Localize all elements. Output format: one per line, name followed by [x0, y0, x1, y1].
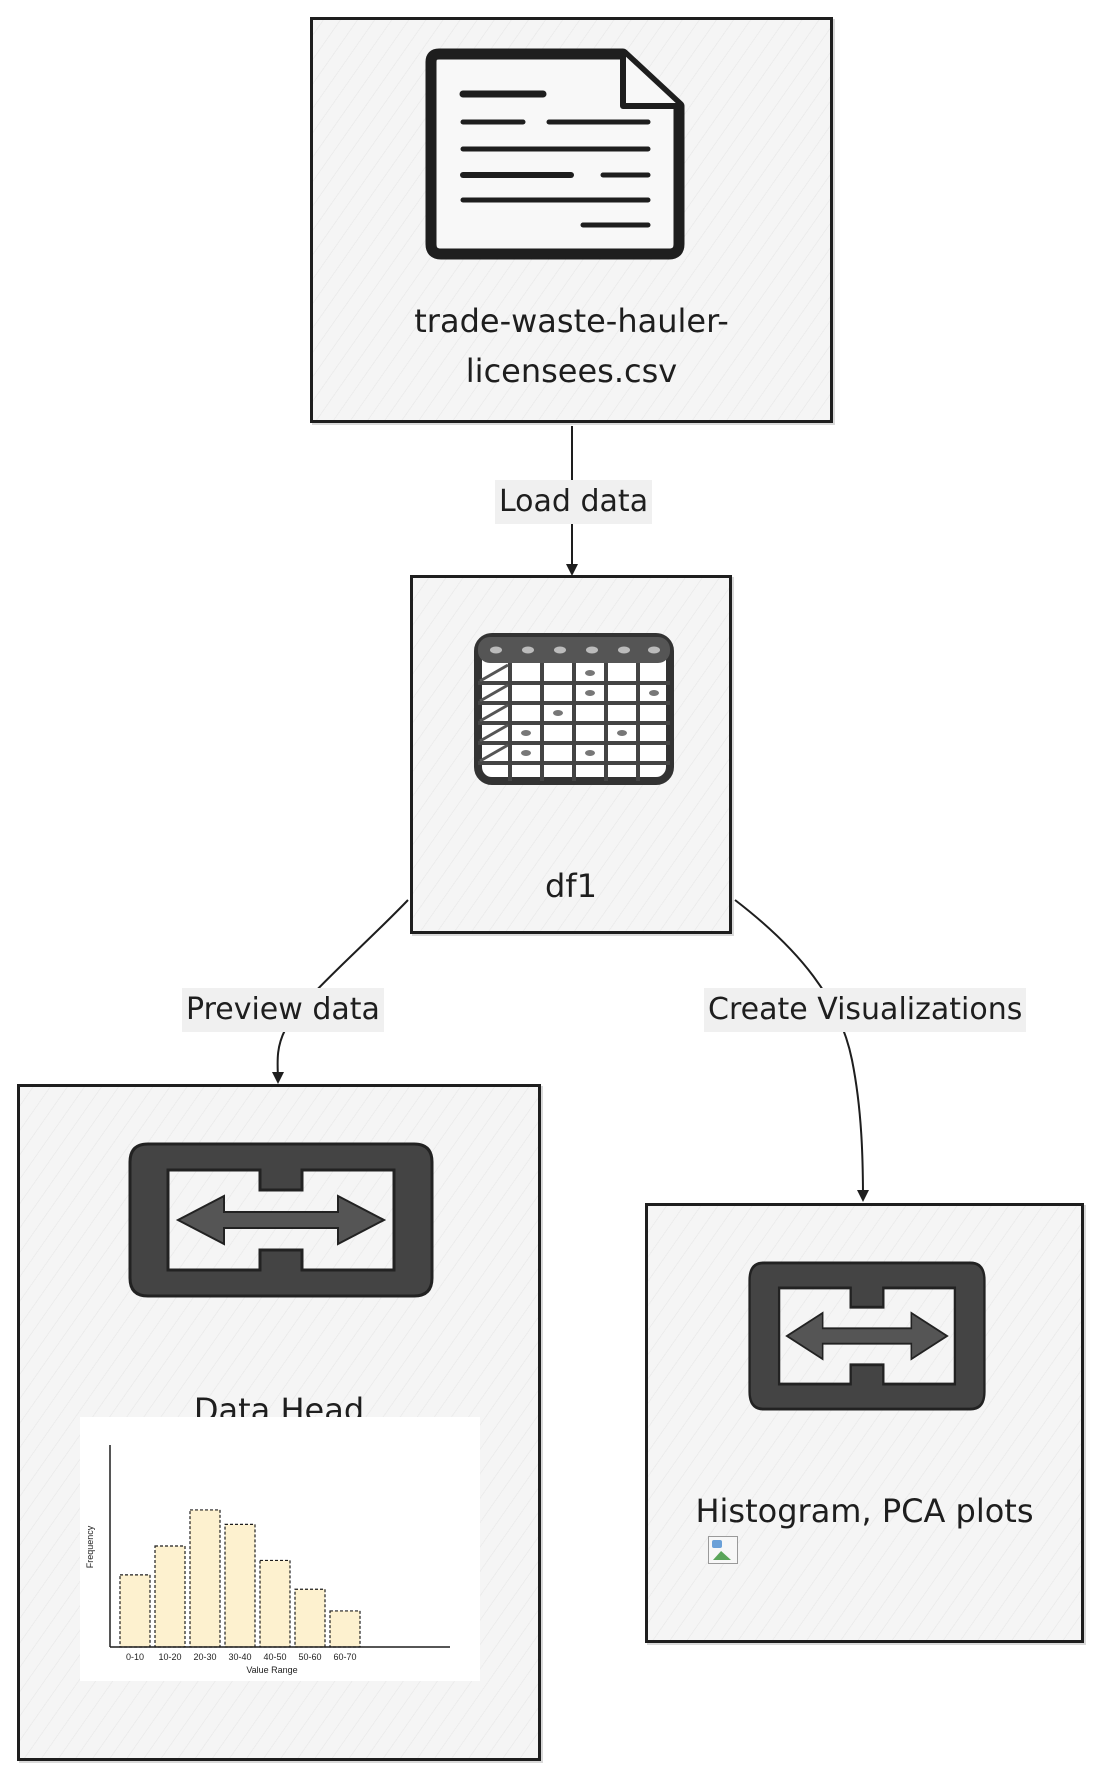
histogram-y-label: Frequency: [85, 1525, 95, 1568]
edge-label-preview-data: Preview data: [182, 988, 384, 1032]
node-label-csv-line2: licensees.csv: [465, 352, 678, 390]
histogram-bar: [224, 1523, 256, 1648]
histogram-tick-label: 10-20: [158, 1652, 181, 1662]
broken-image-icon: [708, 1536, 738, 1564]
table-icon: [474, 633, 674, 785]
histogram-bar: [294, 1588, 326, 1648]
node-csv-file[interactable]: trade-waste-hauler- licensees.csv: [310, 17, 833, 423]
histogram-chart: 0-10 10-20 20-30 30-40 40-50 50-60 60-70 Frequ…: [85, 1445, 450, 1675]
document-icon: [425, 48, 685, 260]
histogram-tick-label: 20-30: [193, 1652, 216, 1662]
transfer-icon: [128, 1142, 434, 1298]
histogram-tick-label: 60-70: [333, 1652, 356, 1662]
histogram-bar: [259, 1559, 291, 1648]
histogram-tick-label: 0-10: [126, 1652, 144, 1662]
node-label-df1: df1: [545, 867, 597, 905]
node-visualizations[interactable]: Histogram, PCA plots: [645, 1203, 1084, 1643]
histogram-tick-label: 30-40: [228, 1652, 251, 1662]
node-df1[interactable]: df1: [410, 575, 732, 934]
node-label-visualizations: Histogram, PCA plots: [695, 1492, 1034, 1530]
transfer-icon: [748, 1261, 986, 1411]
histogram-bar: [189, 1509, 221, 1648]
histogram-x-label: Value Range: [246, 1665, 297, 1675]
edge-label-load-data: Load data: [495, 480, 653, 524]
histogram-bar: [154, 1545, 186, 1648]
node-label-csv-line1: trade-waste-hauler-: [414, 302, 729, 340]
histogram-tick-label: 40-50: [263, 1652, 286, 1662]
histogram-bar: [119, 1574, 151, 1648]
histogram-tick-label: 50-60: [298, 1652, 321, 1662]
edge-create-visualizations-line: [734, 899, 869, 1202]
histogram-bar: [329, 1610, 361, 1648]
edge-label-create-visualizations: Create Visualizations: [704, 988, 1027, 1032]
histogram-preview: 0-10 10-20 20-30 30-40 40-50 50-60 60-70 Frequ…: [80, 1417, 480, 1681]
